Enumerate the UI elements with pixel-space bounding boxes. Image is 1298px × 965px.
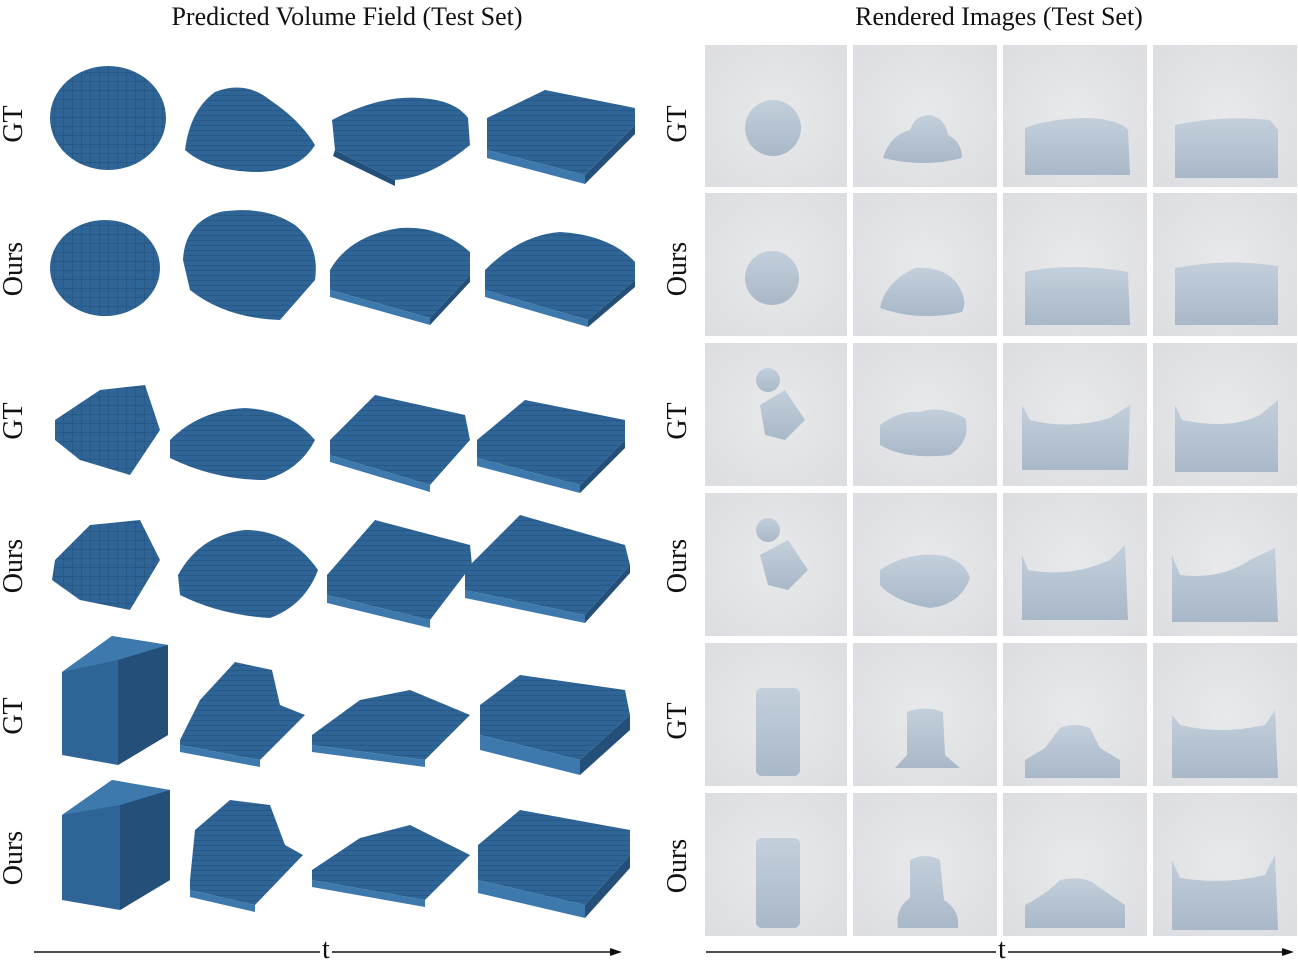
render-tank-ours-t4 (1175, 262, 1278, 325)
voxel-tilted-gt-t1 (55, 385, 160, 475)
voxel-tank3-ours-t4 (478, 810, 630, 918)
render-block-ours-t1 (756, 838, 800, 928)
right-axis-label: t (996, 934, 1008, 965)
render-tank-ours-t3 (1025, 267, 1130, 325)
render-tank2-ours-t4 (1172, 548, 1278, 622)
voxel-splash-gt-t2 (185, 87, 315, 172)
voxel-block-gt-t1 (62, 636, 168, 765)
voxel-splash-ours-t2 (183, 210, 316, 320)
voxel-grid (50, 66, 635, 918)
voxel-splash2-gt-t2 (170, 408, 315, 480)
render-tiles (705, 45, 1297, 936)
voxel-tank2-gt-t4 (477, 400, 625, 493)
voxel-collapse-gt-t2 (180, 662, 305, 767)
render-tank2-gt-t3 (1022, 405, 1130, 470)
voxel-flatten-ours-t3 (312, 825, 470, 907)
render-tank2-gt-t4 (1175, 400, 1278, 472)
render-tank-gt-t3 (1025, 118, 1130, 175)
render-flatten-ours-t3 (1025, 878, 1125, 928)
render-tank2-ours-t3 (1022, 545, 1128, 620)
left-panel-title: Predicted Volume Field (Test Set) (171, 2, 523, 31)
voxel-tank-gt-t4 (487, 90, 635, 184)
left-axis-label: t (320, 934, 332, 965)
voxel-sphere-gt-t1 (50, 66, 166, 170)
voxel-tank-ours-t4 (485, 232, 635, 327)
render-tank3-gt-t4 (1172, 710, 1278, 778)
render-collapse-ours-t2 (897, 856, 959, 928)
render-flatten-gt-t3 (1025, 725, 1120, 778)
voxel-splash2-ours-t2 (178, 530, 318, 618)
render-tilted-ours-t1 (756, 518, 808, 590)
render-splash2-gt-t2 (880, 409, 967, 457)
render-splash-gt-t2 (883, 115, 962, 163)
render-sphere-gt-t1 (745, 100, 801, 156)
voxel-spread2-ours-t3 (327, 520, 472, 628)
voxel-block-ours-t1 (62, 780, 170, 910)
voxel-spread-ours-t3 (330, 227, 470, 325)
voxel-tilted-ours-t1 (52, 520, 160, 610)
voxel-collapse-ours-t2 (190, 800, 303, 912)
voxel-tank3-gt-t4 (480, 675, 630, 775)
voxel-spread2-gt-t3 (330, 395, 470, 492)
render-splash2-ours-t2 (880, 554, 970, 608)
render-splash-ours-t2 (880, 267, 965, 317)
render-block-gt-t1 (756, 688, 800, 776)
voxel-flatten-gt-t3 (312, 690, 470, 767)
render-tank-gt-t4 (1175, 118, 1278, 178)
render-tank3-ours-t4 (1172, 855, 1278, 930)
voxel-tank2-ours-t4 (465, 515, 630, 623)
voxel-spread-gt-t3 (332, 97, 470, 186)
voxel-sphere-ours-t1 (50, 220, 160, 316)
render-tilted-gt-t1 (756, 368, 805, 440)
right-panel-title: Rendered Images (Test Set) (855, 2, 1143, 31)
render-grid (705, 45, 1297, 936)
render-collapse-gt-t2 (895, 708, 960, 768)
render-sphere-ours-t1 (745, 251, 799, 305)
